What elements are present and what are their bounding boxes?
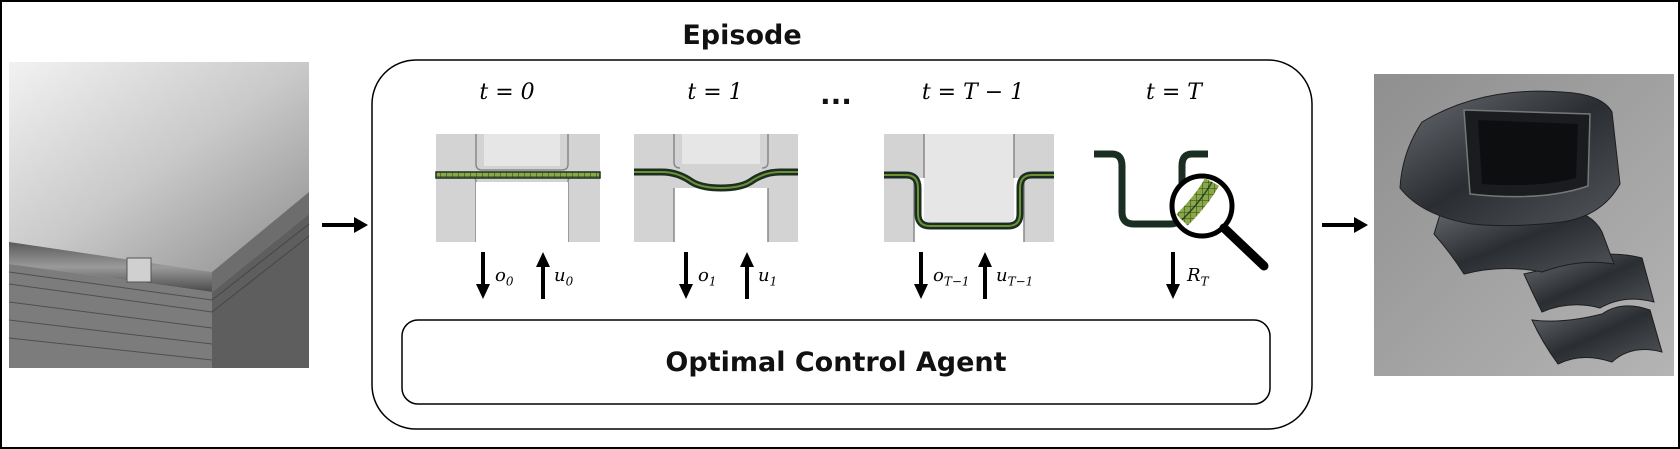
magnifying-glass-icon — [1169, 173, 1269, 271]
output-arrow — [1322, 217, 1368, 233]
episode-container — [371, 59, 1313, 430]
arrow-reward — [1166, 252, 1180, 299]
arrow-o0 — [476, 252, 490, 299]
agent-label: Optimal Control Agent — [665, 346, 1007, 378]
simulation-step-0 — [435, 134, 601, 242]
action-u-t-minus-1: uT−1 — [996, 265, 1034, 289]
time-label-step-0: t = 0 — [479, 80, 535, 105]
arrow-u-t-minus-1 — [978, 252, 992, 299]
arrow-o-t-minus-1 — [914, 252, 928, 299]
observation-o0: o0 — [495, 265, 514, 289]
arrow-u0 — [536, 252, 550, 299]
simulation-step-1 — [634, 134, 798, 242]
action-u0: u0 — [554, 265, 574, 289]
reward-r-t: RT — [1187, 265, 1209, 289]
time-label-step-1: t = 1 — [687, 80, 743, 105]
arrow-o1 — [679, 252, 693, 299]
metal-sheet-stack-photo — [8, 62, 310, 368]
action-u1: u1 — [758, 265, 778, 289]
agent-box — [401, 319, 1271, 405]
final-part-evaluation — [1094, 150, 1269, 271]
time-label-step-t: t = T — [1146, 80, 1202, 105]
arrow-u1 — [740, 252, 754, 299]
simulation-step-t-minus-1 — [884, 134, 1054, 242]
observation-o-t-minus-1: oT−1 — [933, 265, 970, 289]
steps-ellipsis: ... — [820, 78, 852, 111]
observation-o1: o1 — [698, 265, 717, 289]
time-label-step-t-minus-1: t = T − 1 — [921, 80, 1025, 105]
deep-drawn-parts-photo — [1374, 74, 1674, 376]
episode-title: Episode — [682, 20, 802, 51]
input-arrow — [322, 217, 368, 233]
